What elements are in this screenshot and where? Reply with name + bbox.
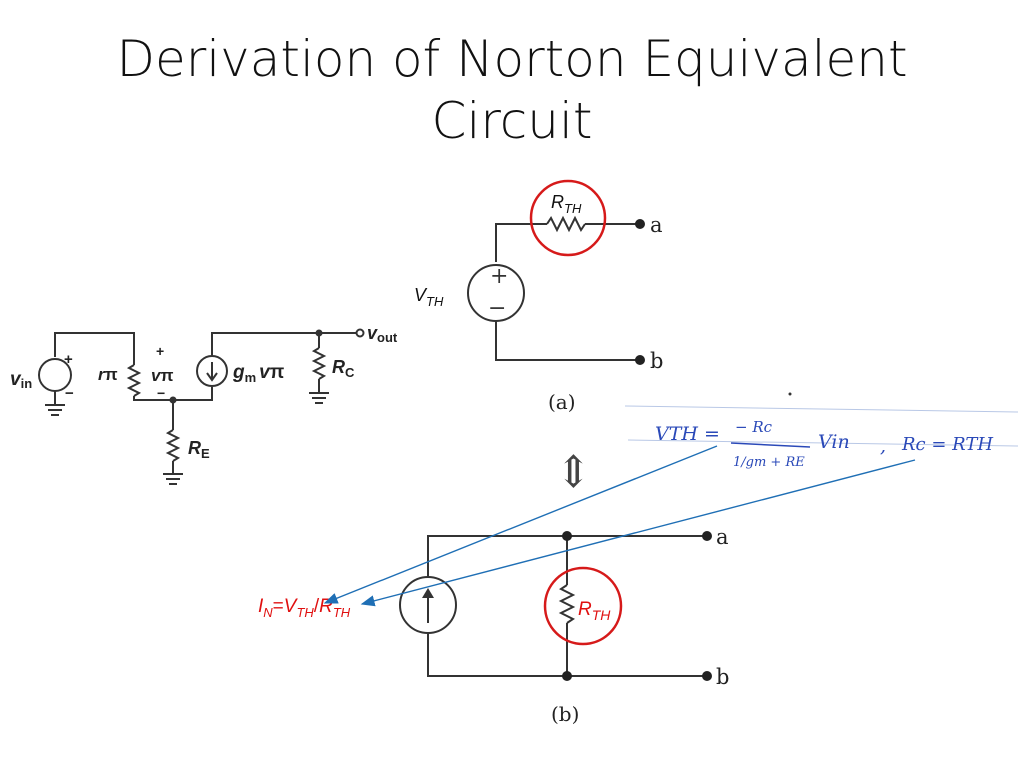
handwritten-notes: VTH = − Rc 1/gm + RE Vin , Rc = RTH [624, 392, 1019, 470]
norton-bottom-wire [427, 633, 704, 677]
notebook-rule-line-1 [624, 405, 1019, 413]
rc-resistor [311, 347, 327, 380]
vin-label: vin [10, 369, 32, 391]
re-node-dot [169, 396, 177, 404]
caption-b: (b) [551, 702, 579, 726]
vin-top-wire [54, 332, 135, 365]
norton-source-arrowhead [422, 588, 434, 598]
ink-dot [788, 392, 792, 396]
rc-label: RC [332, 357, 355, 380]
re-label: RE [188, 438, 210, 461]
v-pi-plus: + [156, 343, 164, 359]
thevenin-labels: + − RTH VTH a b (a) [414, 192, 663, 414]
norton-current-source [399, 576, 457, 634]
norton-terminal-b-label: b [716, 665, 729, 689]
rth-highlight-circle [529, 179, 607, 257]
norton-node-bottom [562, 671, 572, 681]
note-vth-lhs: VTH = [655, 423, 720, 445]
rth-label-b: RTH [578, 599, 611, 623]
note-denominator: 1/gm + RE [733, 455, 805, 470]
norton-terminal-a-label: a [716, 525, 729, 549]
thevenin-circuit [467, 215, 638, 361]
thevenin-top-wire [495, 223, 547, 262]
rth-label-a: RTH [551, 192, 582, 216]
thevenin-bottom-wire [495, 321, 638, 361]
norton-node-top [562, 531, 572, 541]
vth-plus: + [490, 264, 508, 289]
re-resistor [165, 429, 181, 462]
norton-circuit [399, 535, 704, 677]
gm-source-arrow-icon [206, 362, 218, 382]
equivalence-arrow-icon: ⇕ [555, 447, 592, 498]
terminal-b-label: b [650, 349, 663, 373]
gm-top-wire [211, 332, 356, 356]
v-pi-minus: − [157, 385, 165, 401]
slide-title-line-1: Derivation of Norton Equivalent [116, 30, 908, 88]
re-ground-icon [163, 473, 183, 485]
note-vin: Vin [818, 431, 850, 453]
terminal-a-dot [635, 219, 645, 229]
norton-top-wire [427, 535, 704, 577]
norton-terminal-b-dot [702, 671, 712, 681]
norton-terminal-a-dot [702, 531, 712, 541]
arrow-rth-to-formula [360, 459, 916, 607]
vth-label: VTH [414, 285, 444, 309]
note-numerator: − Rc [735, 418, 773, 436]
r-pi-resistor [126, 364, 142, 397]
terminal-a-label: a [650, 213, 663, 237]
norton-current-formula: IN=VTH/RTH [258, 596, 351, 620]
rc-ground-icon [309, 392, 329, 404]
vth-minus: − [488, 296, 506, 321]
caption-a: (a) [548, 390, 576, 414]
rc-node-dot [315, 329, 323, 337]
terminal-b-dot [635, 355, 645, 365]
vout-label: vout [367, 323, 398, 345]
rth-highlight-circle-b [543, 566, 623, 646]
r-pi-label: rπ [98, 365, 118, 384]
vout-terminal [355, 328, 365, 338]
notebook-rule-line-2 [627, 439, 1019, 447]
slide-title-line-2: Circuit [431, 92, 593, 150]
v-pi-label: vπ [151, 366, 173, 385]
rth-resistor-a [546, 215, 586, 233]
small-signal-circuit [38, 328, 365, 485]
slide-title: Derivation of Norton Equivalent Circuit [0, 28, 1024, 152]
note-fraction-bar [730, 442, 811, 448]
arrow-vth-to-formula [323, 445, 718, 604]
rth-resistor-b [558, 584, 576, 624]
note-rc-eq: Rc = RTH [901, 434, 993, 455]
vin-minus: − [65, 385, 74, 402]
vin-plus: + [64, 351, 73, 368]
vin-ground-icon [45, 404, 65, 416]
norton-labels: RTH a b (b) [551, 525, 729, 726]
note-comma: , [880, 435, 886, 457]
